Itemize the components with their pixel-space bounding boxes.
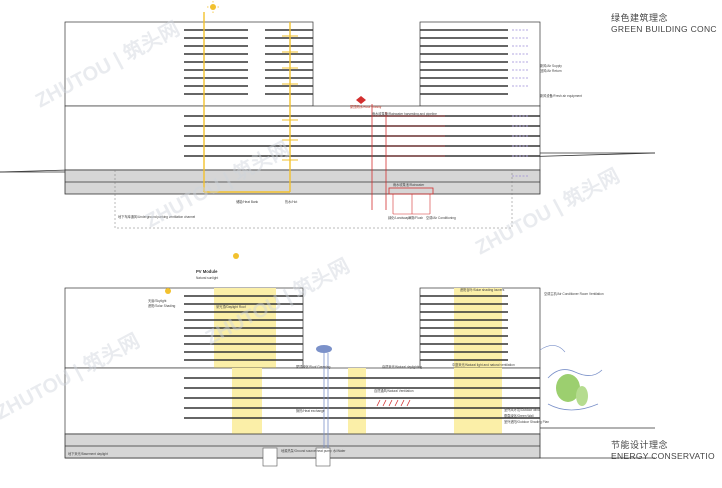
label-green-wall: 垂直绿化/Green Wall bbox=[504, 413, 534, 418]
solar-heating-system bbox=[203, 1, 298, 193]
green-building-section: 新风/Air Supply 回风/Air Return 新风设备/Fresh a… bbox=[0, 1, 656, 229]
label-air-return: 回风/Air Return bbox=[540, 69, 562, 73]
rainwater-system bbox=[356, 96, 445, 215]
label-air-conditioning: 空调/Air Conditioning bbox=[426, 215, 456, 220]
podium-floors bbox=[184, 115, 540, 157]
right-tower-top bbox=[419, 21, 541, 107]
podium-atrium-right bbox=[454, 368, 502, 442]
rainwater-icon bbox=[356, 96, 366, 104]
label-pv-sub: Natural sunlight bbox=[196, 276, 218, 280]
solar-pipe-ticks bbox=[282, 35, 298, 161]
label-water: 水/Water bbox=[333, 448, 346, 453]
tree-icon-2 bbox=[576, 386, 588, 406]
wind-arrow-3 bbox=[539, 345, 566, 353]
wind-arrow-1 bbox=[547, 369, 603, 379]
label-ground-source: 地源热泵/Ground source heat pump bbox=[281, 448, 332, 453]
basement-boundary bbox=[114, 170, 513, 229]
title-green-building-cn: 绿色建筑理念 bbox=[611, 13, 669, 23]
wind-arrow-2 bbox=[547, 403, 599, 411]
label-storage-tank: 雨水收集池/Rainwater bbox=[393, 182, 425, 187]
water-tank-box bbox=[315, 447, 331, 467]
label-skylight: 天窗/Skylight bbox=[148, 298, 167, 303]
label-flush: 冲厕/Flush bbox=[408, 215, 423, 220]
label-basement-light: 地下采光/Basement daylight bbox=[68, 451, 108, 456]
title-energy-cn: 节能设计理念 bbox=[611, 440, 669, 450]
ground-source-box bbox=[262, 447, 278, 467]
label-rainwater-pipe: 雨水收集管/Rainwater harvesting and pipeline bbox=[372, 111, 437, 116]
title-energy-conservation: 节能设计理念 ENERGY CONSERVATIO bbox=[611, 440, 722, 462]
right-tower-floors-bottom bbox=[420, 295, 508, 361]
label-lobby-daylight: 自然采光/Natural daylighting bbox=[382, 364, 422, 369]
left-tower-floors-bottom bbox=[184, 295, 303, 361]
label-heat-exchange: 换热/Heat exchange bbox=[296, 408, 325, 413]
label-landscape: 绿化/Landscape bbox=[388, 215, 411, 220]
label-air-conditioner: 空调主机/Air Conditioner Room Ventilation bbox=[544, 291, 604, 296]
podium-atrium-left bbox=[232, 368, 262, 434]
label-fresh-air: 新风/Air Supply bbox=[540, 63, 562, 68]
energy-conservation-section: PV Module Natural sunlight 天窗/Skylight 遮… bbox=[64, 253, 655, 467]
label-fresh-air-equipment: 新风设备/Fresh air equipment bbox=[540, 93, 582, 98]
label-hot-water: 热水/Hot bbox=[285, 199, 297, 204]
left-tower-top bbox=[64, 21, 314, 107]
label-solar-shading: 遮阳百叶/Solar shading louvers bbox=[460, 287, 505, 292]
label-left-note: 遮阳/Solar Shading bbox=[148, 303, 176, 308]
label-roof-greening: 屋顶绿化/Roof Greening bbox=[296, 364, 331, 369]
left-tower-floors bbox=[184, 29, 313, 95]
label-basement-note: 地下车库通风/Underground parking ventilation c… bbox=[118, 214, 196, 219]
label-nature-ventilation: 自然通风/Natural Ventilation bbox=[374, 388, 414, 393]
sun-icon-left bbox=[165, 288, 171, 294]
label-atrium: 中庭采光/Natural light and natural ventilati… bbox=[452, 362, 515, 367]
cloud-icon bbox=[316, 345, 332, 353]
sun-rays bbox=[207, 1, 219, 13]
label-outdoor-wind: 室外风环境/Outdoor wind bbox=[504, 407, 540, 412]
label-roof-gravity: 屋顶雨水/Roof Gravity bbox=[350, 104, 382, 109]
sun-icon-pv bbox=[233, 253, 239, 259]
rain-storage-tank bbox=[388, 187, 434, 195]
sun-icon bbox=[210, 4, 216, 10]
podium-floors-bottom bbox=[184, 377, 540, 419]
label-heat-bank: 储能/Heat Bank bbox=[236, 199, 259, 204]
title-green-building-en: GREEN BUILDING CONC bbox=[611, 24, 717, 34]
air-supply-lines bbox=[512, 29, 528, 177]
label-outdoor-shade: 室外遮阳/Outdoor Shading Plan bbox=[504, 419, 549, 424]
label-pv-module: PV Module bbox=[196, 269, 218, 274]
tree-icon-1 bbox=[556, 374, 580, 402]
label-daylight-roof: 采光顶/Daylight Roof bbox=[216, 304, 246, 309]
title-green-building: 绿色建筑理念 GREEN BUILDING CONC bbox=[611, 13, 722, 35]
title-energy-en: ENERGY CONSERVATIO bbox=[611, 451, 715, 461]
ventilation-arrows bbox=[376, 399, 411, 407]
right-tower-floors bbox=[420, 29, 508, 95]
